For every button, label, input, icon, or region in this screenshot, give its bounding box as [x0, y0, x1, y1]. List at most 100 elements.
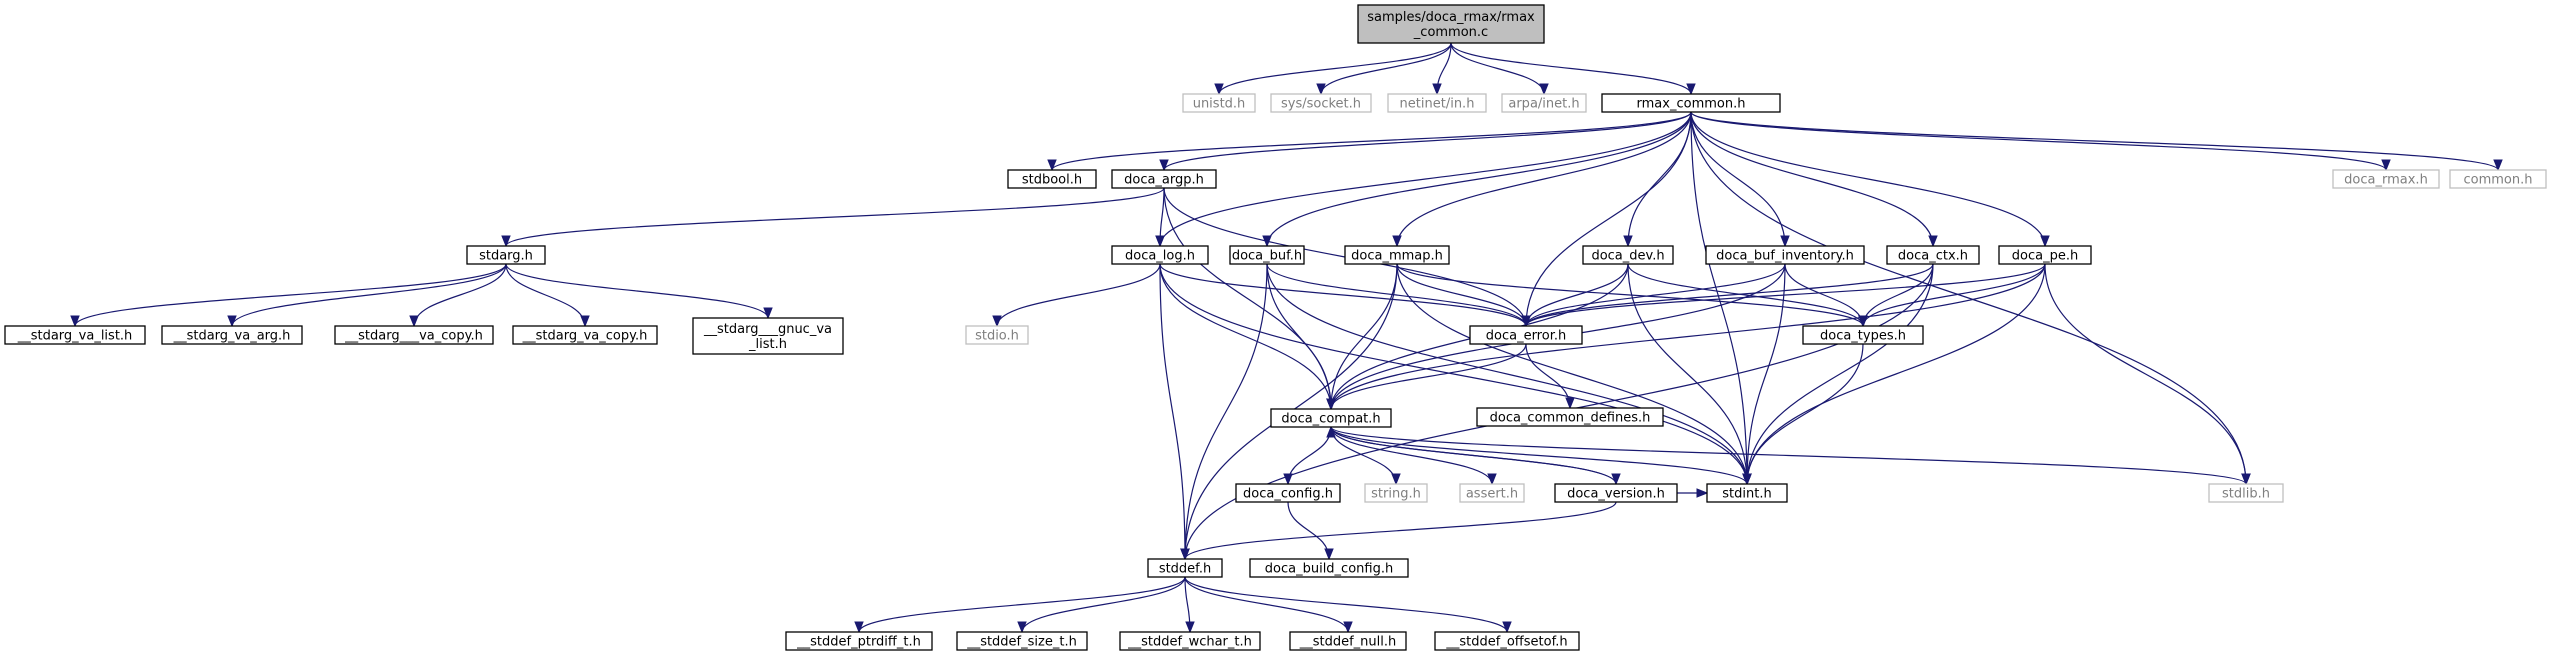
node-arpa[interactable]: arpa/inet.h: [1501, 93, 1587, 113]
node-doca_rmax[interactable]: doca_rmax.h: [2332, 169, 2440, 189]
node-label: __stddef_wchar_t.h: [1127, 635, 1252, 650]
node-syssocket[interactable]: sys/socket.h: [1270, 93, 1372, 113]
node-netinet[interactable]: netinet/in.h: [1387, 93, 1487, 113]
node-string[interactable]: string.h: [1364, 483, 1428, 503]
node-label: __stdarg_va_arg.h: [173, 329, 291, 344]
edge-rmax_common-to-doca_argp: [1159, 111, 1692, 172]
edge-doca_pe-to-stdlib: [2044, 263, 2251, 486]
edge-doca_compat-to-stdint: [1330, 426, 1752, 486]
edge-arrowhead: [1623, 235, 1633, 248]
node-box: [1459, 483, 1525, 503]
node-stddef_offsetof[interactable]: __stddef_offsetof.h: [1434, 631, 1580, 651]
node-doca_mmap[interactable]: doca_mmap.h: [1344, 245, 1450, 265]
edge-doca_log-to-stdio: [992, 263, 1161, 328]
node-label: stdbool.h: [1022, 173, 1082, 188]
node-label: stdlib.h: [2222, 487, 2270, 502]
node-box: [1601, 93, 1781, 113]
edge-stddef-to-stddef_wchar: [1184, 576, 1195, 634]
node-stdarg[interactable]: stdarg.h: [466, 245, 546, 265]
edge-stddef-to-stddef_size: [1017, 576, 1186, 634]
edge-doca_ctx-to-stdint: [1742, 263, 1934, 486]
node-box: [1119, 631, 1261, 651]
edge-arrowhead: [1326, 425, 1336, 438]
edge-arrowhead: [1326, 398, 1336, 411]
edge-doca_compat-to-stdlib: [1330, 426, 2251, 486]
edge-rmax_common-to-doca_rmax: [1690, 111, 2391, 172]
node-stdarg_va_arg[interactable]: __stdarg_va_arg.h: [161, 325, 303, 345]
edge-arrowhead: [227, 315, 237, 328]
node-box: [1111, 245, 1209, 265]
edge-rmax_common-to-common: [1690, 111, 2503, 172]
node-stdbool[interactable]: stdbool.h: [1007, 169, 1097, 189]
node-doca_buf[interactable]: doca_buf.h: [1229, 245, 1305, 265]
node-stdarg___va_copy[interactable]: __stdarg___va_copy.h: [334, 325, 494, 345]
node-box: [1357, 4, 1545, 44]
edge-arrowhead: [1432, 83, 1442, 96]
node-box: [1998, 245, 2092, 265]
edge-root-to-arpa: [1450, 42, 1549, 96]
node-assert[interactable]: assert.h: [1459, 483, 1525, 503]
node-stdlib[interactable]: stdlib.h: [2208, 483, 2284, 503]
node-label: doca_log.h: [1125, 249, 1195, 264]
node-label: __stdarg_va_list.h: [17, 329, 133, 344]
edge-arrowhead: [2493, 159, 2503, 172]
node-doca_log[interactable]: doca_log.h: [1111, 245, 1209, 265]
node-label: _common.c: [1413, 25, 1488, 40]
node-stddef_wchar[interactable]: __stddef_wchar_t.h: [1119, 631, 1261, 651]
node-stddef_ptrdiff[interactable]: __stddef_ptrdiff_t.h: [785, 631, 933, 651]
node-doca_build_config[interactable]: doca_build_config.h: [1249, 558, 1409, 578]
node-doca_argp[interactable]: doca_argp.h: [1111, 169, 1217, 189]
node-label: arpa/inet.h: [1508, 97, 1579, 112]
node-label: sys/socket.h: [1281, 97, 1361, 112]
node-stdint[interactable]: stdint.h: [1706, 483, 1788, 503]
nodes-layer: samples/doca_rmax/rmax_common.c unistd.h s…: [4, 4, 2547, 651]
edge-arrowhead: [1858, 315, 1868, 328]
edge-arrowhead: [1502, 621, 1512, 634]
node-stddef[interactable]: stddef.h: [1147, 558, 1223, 578]
node-common[interactable]: common.h: [2449, 169, 2547, 189]
node-doca_error[interactable]: doca_error.h: [1469, 325, 1583, 345]
edge-arrowhead: [854, 621, 864, 634]
node-stdarg_va_list[interactable]: __stdarg_va_list.h: [4, 325, 146, 345]
node-doca_pe[interactable]: doca_pe.h: [1998, 245, 2092, 265]
node-label: doca_common_defines.h: [1490, 411, 1651, 426]
edge-arrowhead: [1316, 83, 1326, 96]
node-label: __stddef_size_t.h: [966, 635, 1077, 650]
edge-root-to-unistd: [1214, 42, 1452, 96]
node-root[interactable]: samples/doca_rmax/rmax_common.c: [1357, 4, 1545, 44]
edge-doca_compat-to-doca_config: [1283, 426, 1332, 486]
edge-arrowhead: [1928, 235, 1938, 248]
node-doca_ctx[interactable]: doca_ctx.h: [1886, 245, 1980, 265]
node-label: doca_argp.h: [1124, 173, 1204, 188]
node-stdarg_va_copy[interactable]: __stdarg_va_copy.h: [512, 325, 658, 345]
node-box: [1270, 93, 1372, 113]
node-box: [1182, 93, 1256, 113]
node-doca_types[interactable]: doca_types.h: [1802, 325, 1924, 345]
edge-rmax_common-to-doca_buf_inventory: [1690, 111, 1790, 248]
node-stddef_null[interactable]: __stddef_null.h: [1289, 631, 1407, 651]
node-box: [1469, 325, 1583, 345]
node-doca_config[interactable]: doca_config.h: [1235, 483, 1341, 503]
node-rmax_common[interactable]: rmax_common.h: [1601, 93, 1781, 113]
node-label: samples/doca_rmax/rmax: [1367, 10, 1535, 25]
node-doca_dev[interactable]: doca_dev.h: [1582, 245, 1674, 265]
node-label: doca_pe.h: [2012, 249, 2078, 264]
node-doca_version[interactable]: doca_version.h: [1554, 483, 1678, 503]
edge-stdarg-to-stdarg_va_arg: [227, 263, 507, 328]
node-doca_common_defines[interactable]: doca_common_defines.h: [1476, 407, 1664, 427]
edge-arrowhead: [1391, 473, 1401, 486]
edge-arrowhead: [1780, 235, 1790, 248]
node-label: __stdarg___gnuc_va: [703, 322, 832, 337]
node-box: [1476, 407, 1664, 427]
edge-arrowhead: [70, 315, 80, 328]
node-label: __stdarg___va_copy.h: [344, 329, 483, 344]
node-box: [956, 631, 1088, 651]
node-label: doca_config.h: [1243, 487, 1333, 502]
node-doca_compat[interactable]: doca_compat.h: [1270, 408, 1392, 428]
node-box: [965, 325, 1029, 345]
node-stdarg_gnuc[interactable]: __stdarg___gnuc_va_list.h: [692, 317, 844, 355]
node-stddef_size[interactable]: __stddef_size_t.h: [956, 631, 1088, 651]
node-stdio[interactable]: stdio.h: [965, 325, 1029, 345]
node-unistd[interactable]: unistd.h: [1182, 93, 1256, 113]
node-doca_buf_inventory[interactable]: doca_buf_inventory.h: [1705, 245, 1865, 265]
